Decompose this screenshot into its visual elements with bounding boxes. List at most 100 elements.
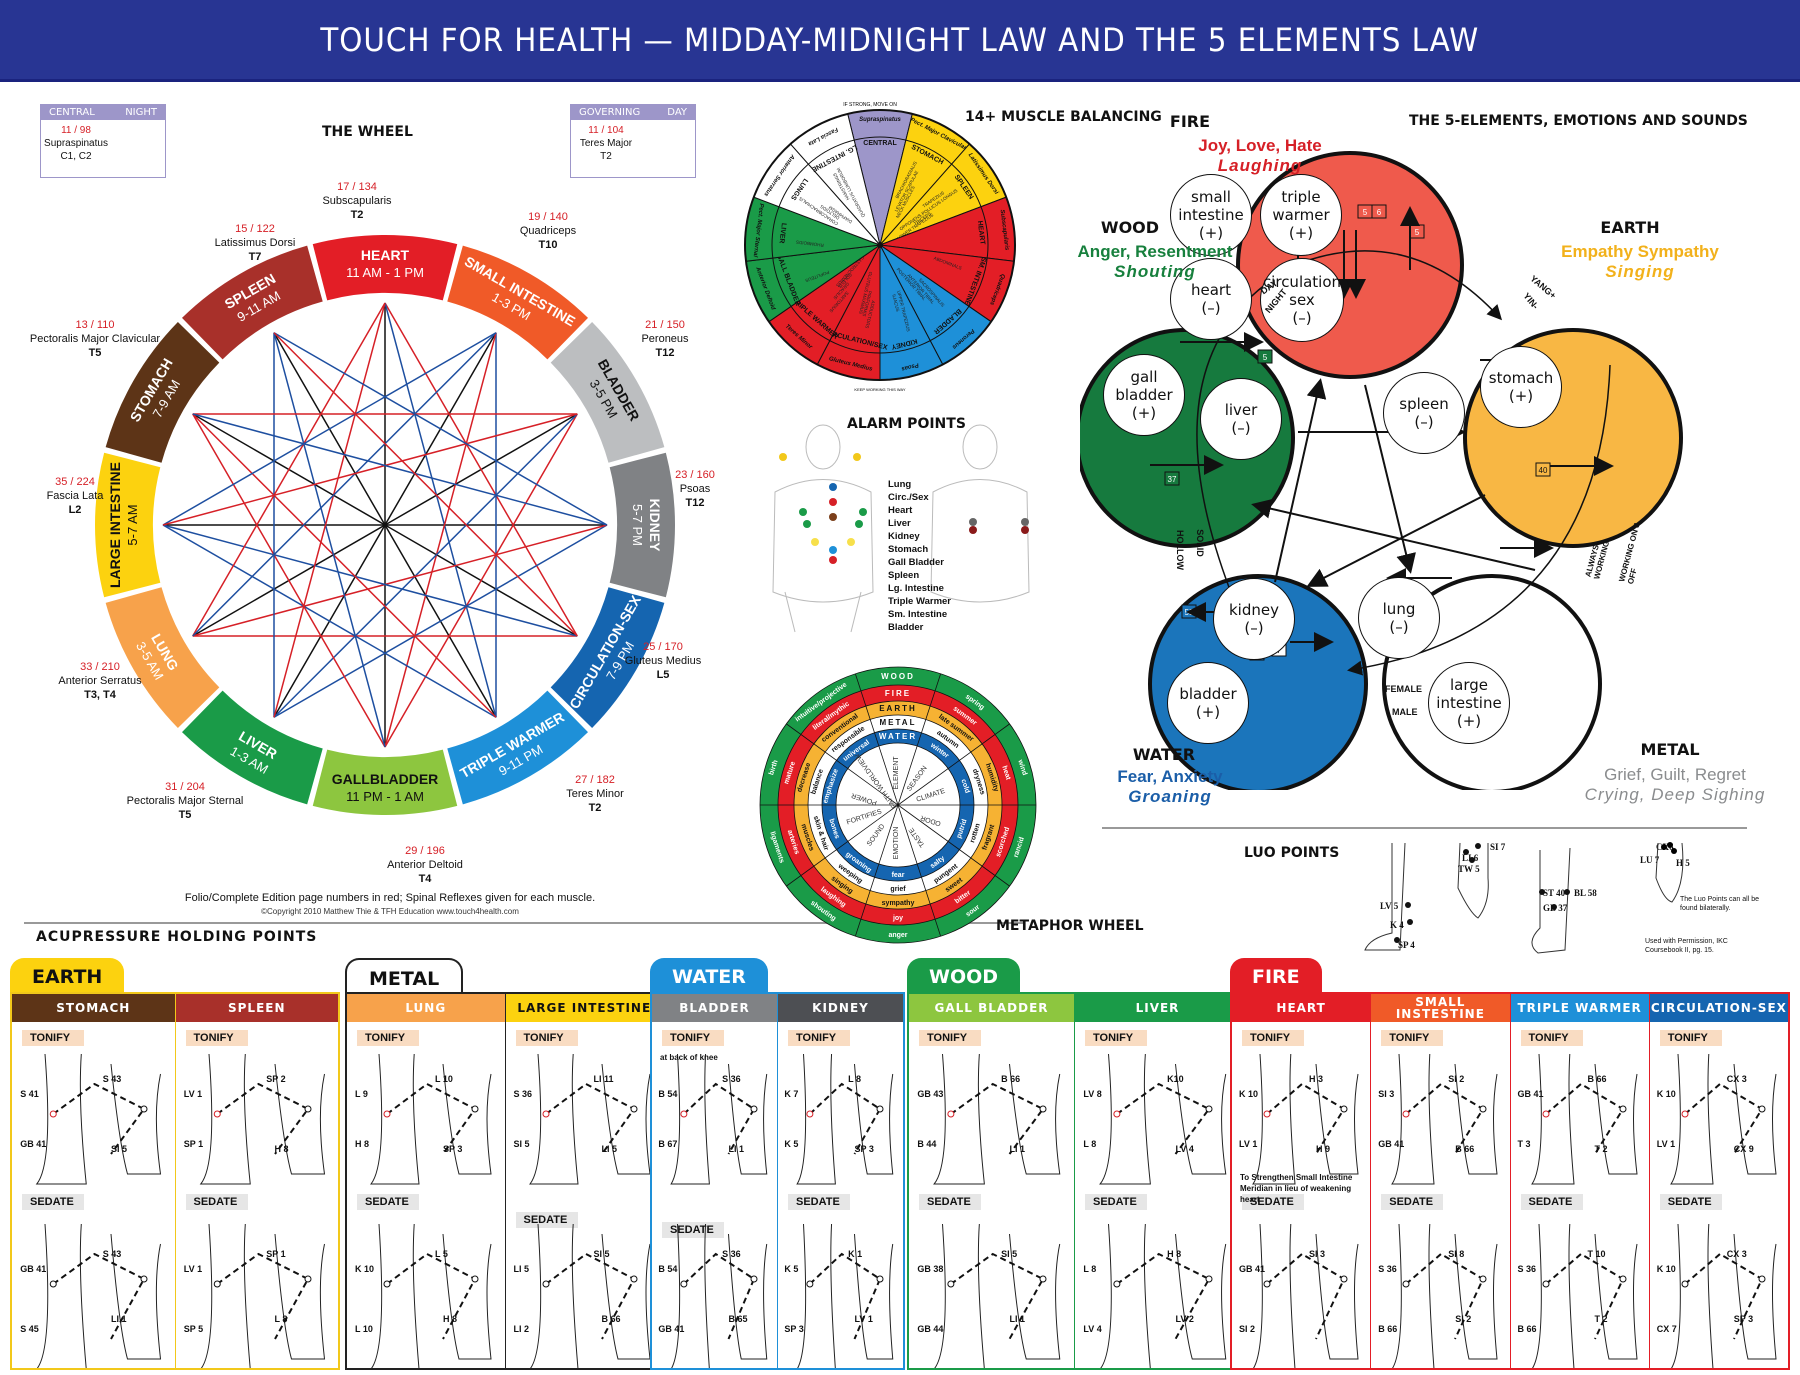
svg-text:6: 6: [1377, 208, 1382, 217]
sedate-point: LV 2: [1175, 1314, 1194, 1324]
tonify-point: L 8: [1083, 1139, 1097, 1149]
luo-note: The Luo Points can all be found bilatera…: [1680, 896, 1759, 912]
alarm-point-label: Kidney: [888, 531, 920, 542]
sedate-point: K 1: [848, 1249, 863, 1259]
svg-text:HEART: HEART: [976, 220, 986, 245]
muscle-name: Gluteus Medius: [624, 655, 702, 667]
svg-text:cold: cold: [959, 778, 970, 794]
svg-text:EARTH: EARTH: [879, 704, 917, 713]
spinal-reflex: T12: [655, 347, 675, 359]
wood-sound: Shouting: [1114, 262, 1196, 281]
tonify-point: LI 1: [728, 1144, 745, 1154]
tonify-point: LI 5: [601, 1144, 618, 1154]
page-ref: 21 / 150: [645, 319, 685, 331]
tonify-point: K 10: [1239, 1089, 1259, 1099]
tonify-point: L 9: [355, 1089, 368, 1099]
muscle-name: Teres Major: [579, 138, 633, 149]
five-elements-title: THE 5-ELEMENTS, EMOTIONS AND SOUNDS: [1409, 113, 1748, 129]
sedate-point: SI 5: [593, 1249, 610, 1259]
fire-sound: Laughing: [1217, 156, 1303, 175]
alarm-points-figure: [772, 424, 1030, 633]
svg-text:joy: joy: [892, 915, 903, 922]
tonify-point: L 8: [848, 1074, 861, 1084]
luo-point-label: K 4: [1390, 920, 1404, 930]
female-label: FEMALE: [1385, 684, 1422, 694]
svg-text:PIRIFORMIS: PIRIFORMIS: [862, 290, 873, 317]
earth-sound: Singing: [1605, 262, 1675, 281]
sedate-label: SEDATE: [1381, 1194, 1444, 1210]
tonify-point: SP 3: [854, 1144, 874, 1154]
sedate-label: SEDATE: [662, 1222, 724, 1238]
sedate-point: L 8: [1083, 1264, 1097, 1274]
page-header: TOUCH FOR HEALTH — MIDDAY-MIDNIGHT LAW A…: [0, 0, 1800, 82]
tonify-point: SI 5: [513, 1139, 530, 1149]
svg-text:IF STRONG, MOVE ON: IF STRONG, MOVE ON: [843, 102, 897, 108]
wheel-footnote: Folio/Complete Edition page numbers in r…: [184, 892, 596, 904]
wheel-segment-small-intestine: [447, 245, 589, 360]
tonify-point: H 8: [355, 1139, 370, 1149]
tonify-point: H 9: [1316, 1144, 1331, 1154]
spinal-reflex: T2: [350, 209, 364, 221]
wheel-segment-spleen: [181, 245, 323, 360]
spinal-reflex: T7: [248, 251, 262, 263]
organ-kidney: kidney(–): [1213, 578, 1295, 660]
organ-large-intestine: large intestine(+): [1428, 662, 1510, 744]
sedate-point: LI 1: [111, 1314, 127, 1324]
sedate-point: SP 3: [784, 1324, 804, 1334]
fire-label: FIRE: [1169, 112, 1211, 131]
meridian-header: HEART: [1232, 994, 1371, 1022]
tonify-label: TONIFY: [919, 1030, 981, 1046]
organ-bladder: bladder(+): [1167, 662, 1249, 744]
alarm-points-title: ALARM POINTS: [847, 416, 966, 432]
muscle-name: Anterior Serratus: [58, 675, 142, 687]
day-label: DAY: [667, 107, 687, 118]
sedate-label: SEDATE: [185, 1194, 248, 1210]
luo-hand-figure: [1655, 842, 1684, 903]
spinal-reflex: C1, C2: [60, 151, 92, 162]
sedate-label: SEDATE: [1659, 1194, 1722, 1210]
divider: [1102, 827, 1747, 829]
sedate-point: SI 5: [1001, 1249, 1018, 1259]
svg-text:37: 37: [1168, 475, 1177, 484]
sedate-point: L 8: [274, 1314, 288, 1324]
svg-text:birth: birth: [768, 759, 779, 776]
tonify-point: K 10: [1656, 1089, 1676, 1099]
sedate-label: SEDATE: [1520, 1194, 1583, 1210]
meridian-header: SMALL INSTESTINE: [1371, 994, 1510, 1022]
water-label: WATER: [1132, 745, 1196, 764]
sedate-point: SI 8: [1448, 1249, 1465, 1259]
organ-liver: liver(–): [1200, 378, 1282, 460]
muscle-name: Anterior Deltoid: [387, 859, 463, 871]
meridian-header: SPLEEN: [175, 994, 338, 1022]
alarm-point-label: Triple Warmer: [888, 596, 952, 607]
sedate-point: LV 1: [183, 1264, 203, 1274]
meridian-header: TRIPLE WARMER: [1510, 994, 1649, 1022]
page-ref: 23 / 160: [675, 469, 715, 481]
page-ref: 33 / 210: [80, 661, 120, 673]
alarm-point-label: Bladder: [888, 622, 924, 633]
tonify-label: TONIFY: [1659, 1030, 1722, 1046]
luo-point-label: SI 7: [1490, 842, 1506, 852]
muscle-name: Teres Minor: [566, 788, 624, 800]
tonify-point: GB 41: [1517, 1089, 1544, 1099]
spinal-reflex: L2: [68, 504, 82, 516]
element-tab: WATER: [650, 958, 768, 994]
spinal-reflex: T3, T4: [84, 689, 116, 701]
spinal-reflex: T4: [418, 873, 432, 885]
holding-points-figure: [528, 1053, 651, 1368]
svg-text:FIRE: FIRE: [885, 689, 911, 698]
sedate-label: SEDATE: [22, 1194, 84, 1210]
